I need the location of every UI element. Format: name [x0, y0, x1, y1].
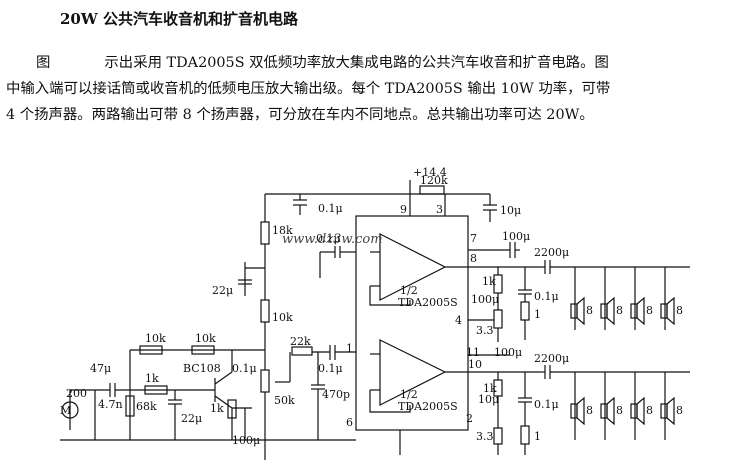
cap-top-label: 0.1μ: [318, 202, 343, 215]
resistor-1-a-label: 1: [534, 308, 541, 321]
speaker-3-label: 8: [646, 304, 653, 317]
speaker-8-label: 8: [676, 404, 683, 417]
resistor-22k-label: 22k: [290, 335, 311, 348]
cap-100u-b-label: 100μ: [471, 293, 499, 306]
resistor-120k-label: 120k: [420, 174, 448, 187]
cap-10u-label: 10μ: [500, 204, 521, 217]
figure-reference: 图: [36, 55, 51, 71]
cap-10u-b-label: 10μ: [478, 393, 499, 406]
half-bottom-label: 1/2: [400, 388, 418, 401]
pin-8-label: 8: [470, 252, 477, 265]
cap-22u-a-label: 22μ: [212, 284, 233, 297]
resistor-10k-h2-label: 10k: [195, 332, 216, 345]
cap-01-a-label: 0.1μ: [534, 290, 559, 303]
pin-2-label: 2: [466, 412, 473, 425]
cap-2200u-b-label: 2200μ: [534, 352, 569, 365]
speaker-labels: 8 8 8 8 8 8 8 8: [586, 304, 683, 417]
cap-2200u-a-label: 2200μ: [534, 246, 569, 259]
cap-01-mid2-label: 0.1μ: [318, 362, 343, 375]
pin-7-label: 7: [470, 232, 477, 245]
mic-symbol: M: [60, 404, 71, 417]
cap-100u-a-label: 100μ: [502, 230, 530, 243]
paragraph-line-3: 4 个扬声器。两路输出可带 8 个扬声器，可分放在车内不同地点。总共输出功率可达…: [6, 107, 594, 123]
pin-6-label: 6: [346, 416, 353, 429]
resistor-18k-label: 18k: [272, 224, 293, 237]
half-top-label: 1/2: [400, 284, 418, 297]
speaker-1-label: 8: [586, 304, 593, 317]
cap-input-label: 0.1μ: [316, 232, 341, 245]
resistor-3-3-b-label: 3.3: [476, 430, 494, 443]
resistor-1-b-label: 1: [534, 430, 541, 443]
resistor-10k-v-label: 10k: [272, 311, 293, 324]
cap-100u-c-label: 100μ: [494, 346, 522, 359]
ic-bottom-label: TDA2005S: [398, 400, 458, 413]
paragraph-line-2: 中输入端可以接话筒或收音机的低频电压放大输出级。每个 TDA2005S 输出 1…: [6, 81, 611, 97]
resistor-1k-e-label: 1k: [210, 402, 224, 415]
cap-100u-gnd-label: 100μ: [232, 434, 260, 447]
cap-4-7n-label: 4.7n: [98, 398, 123, 411]
page-title: 20W 公共汽车收音机和扩音机电路: [60, 10, 298, 28]
cap-01-mid-label: 0.1μ: [232, 362, 257, 375]
resistor-10k-h1-label: 10k: [145, 332, 166, 345]
resistor-3-3-a-label: 3.3: [476, 324, 494, 337]
paragraph-line-1: 图 示出采用 TDA2005S 双低频功率放大集成电路的公共汽车收音和扩音电路。图: [6, 50, 750, 76]
pin-10-label: 10: [468, 358, 482, 371]
cap-01-b-label: 0.1μ: [534, 398, 559, 411]
transistor-label: BC108: [183, 362, 221, 375]
ic-top-label: TDA2005S: [398, 296, 458, 309]
watermark-text: www.dz3w.com: [282, 232, 383, 247]
description-paragraph: 图 示出采用 TDA2005S 双低频功率放大集成电路的公共汽车收音和扩音电路。图…: [6, 50, 750, 128]
resistor-68k-label: 68k: [136, 400, 157, 413]
speaker-5-label: 8: [586, 404, 593, 417]
resistor-1k-b-label: 1k: [483, 382, 497, 395]
cap-22u-b-label: 22μ: [181, 412, 202, 425]
pin-9-label: 9: [400, 203, 407, 216]
speaker-4-label: 8: [676, 304, 683, 317]
resistor-200-label: 200: [66, 387, 87, 400]
pin-4-label: 4: [455, 314, 462, 327]
resistor-1k-a-label: 1k: [482, 275, 496, 288]
pin-11-label: 11: [466, 346, 480, 359]
speaker-7-label: 8: [646, 404, 653, 417]
pot-50k-label: 50k: [274, 394, 295, 407]
speaker-2-label: 8: [616, 304, 623, 317]
cap-47u-label: 47μ: [90, 362, 111, 375]
cap-470p-label: 470p: [322, 388, 350, 401]
resistor-1k-h-label: 1k: [145, 372, 159, 385]
supply-voltage-label: +14.4: [413, 166, 447, 179]
pin-1-label: 1: [346, 342, 353, 355]
speaker-6-label: 8: [616, 404, 623, 417]
paragraph-text-1: 示出采用 TDA2005S 双低频功率放大集成电路的公共汽车收音和扩音电路。图: [104, 55, 609, 71]
pin-3-label: 3: [436, 203, 443, 216]
